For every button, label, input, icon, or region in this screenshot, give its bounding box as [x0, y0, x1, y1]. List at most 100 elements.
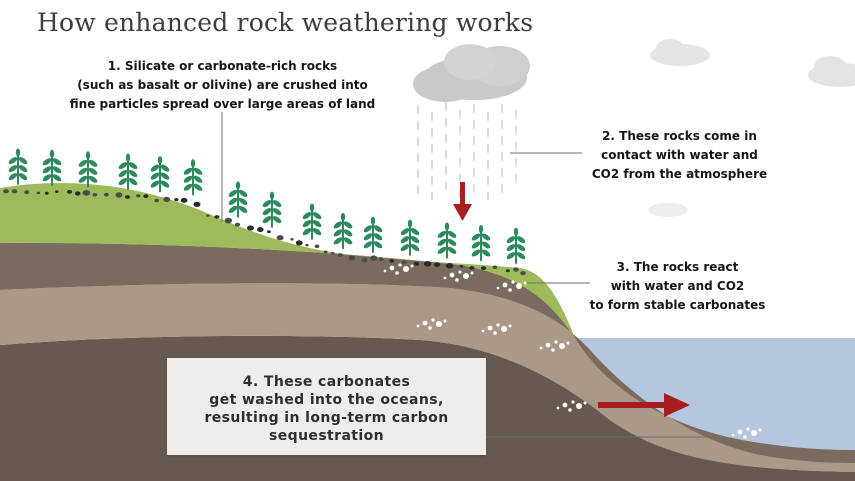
step-4-callout: 4. These carbonates get washed into the … — [167, 373, 486, 445]
plant-icon — [183, 159, 203, 196]
step-2-line: CO2 from the atmosphere — [591, 167, 768, 181]
step-3-line: to form stable carbonates — [589, 298, 766, 312]
rock-particle-icon — [234, 222, 241, 227]
rock-particle-icon — [337, 253, 343, 257]
rock-particle-icon — [378, 257, 384, 261]
rock-particle-icon — [115, 192, 123, 198]
plant-icon — [363, 216, 383, 253]
step-2-line: 2. These rocks come in — [602, 129, 757, 143]
rock-particle-icon — [136, 194, 141, 198]
step-4-line: resulting in long-term carbon — [204, 410, 449, 426]
rock-particle-icon — [290, 238, 294, 241]
bubble-icon — [416, 318, 447, 330]
rain-cloud-icon — [413, 44, 530, 200]
step-1-line: fine particles spread over large areas o… — [69, 97, 376, 111]
grass-layer — [0, 183, 575, 338]
bubble-icon — [443, 270, 474, 282]
rock-particle-icon — [257, 227, 264, 233]
plant-icon — [42, 149, 62, 186]
plant-icon — [262, 191, 282, 228]
rock-particle-icon — [267, 230, 271, 234]
plant-icon — [78, 151, 98, 188]
rock-particle-icon — [36, 191, 41, 195]
rock-particles — [3, 189, 526, 276]
rock-particle-icon — [44, 191, 49, 195]
step-4-callout-box: 4. These carbonates get washed into the … — [167, 358, 486, 455]
step-4-line: 4. These carbonates — [242, 374, 411, 390]
rock-particle-icon — [492, 265, 498, 270]
plant-icon — [437, 222, 457, 259]
step-4-line: get washed into the oceans, — [209, 392, 444, 408]
rock-particle-icon — [348, 255, 356, 261]
plant-icon — [333, 212, 353, 249]
rock-particle-icon — [55, 190, 59, 193]
rock-particle-icon — [305, 243, 309, 247]
rock-particle-icon — [67, 190, 73, 194]
rock-particle-icon — [24, 190, 30, 195]
rock-particle-icon — [224, 217, 233, 224]
rock-particle-icon — [174, 198, 179, 202]
rock-particle-icon — [513, 267, 519, 272]
rock-particle-icon — [3, 189, 9, 194]
step-3-line: with water and CO2 — [610, 279, 745, 293]
rock-particle-icon — [295, 240, 303, 246]
rock-particle-icon — [361, 257, 368, 263]
rock-particle-icon — [445, 263, 454, 269]
step-1-line: 1. Silicate or carbonate-rich rocks — [107, 59, 338, 73]
rock-particle-icon — [163, 196, 171, 202]
step-4-line: sequestration — [269, 428, 384, 444]
step-1-callout: 1. Silicate or carbonate-rich rocks (suc… — [55, 57, 390, 114]
rock-particle-icon — [180, 197, 188, 203]
rock-particle-icon — [423, 261, 432, 267]
rock-particle-icon — [370, 255, 378, 261]
rock-particle-icon — [401, 260, 407, 265]
down-arrow-icon — [453, 182, 472, 221]
rock-particle-icon — [520, 271, 526, 276]
rock-particle-icon — [314, 244, 320, 249]
plant-row — [8, 148, 526, 264]
cloud-icon — [648, 39, 855, 217]
rock-particle-icon — [323, 250, 328, 254]
rock-particle-icon — [74, 191, 81, 196]
step-1-line: (such as basalt or olivine) are crushed … — [77, 78, 368, 92]
step-3-line: 3. The rocks react — [616, 260, 739, 274]
plant-icon — [228, 181, 248, 218]
rock-particle-icon — [92, 193, 98, 197]
rock-particle-icon — [82, 190, 91, 196]
rock-particle-icon — [469, 266, 475, 270]
rock-particle-icon — [124, 195, 130, 199]
rock-particle-icon — [193, 201, 201, 207]
bubble-icon — [539, 340, 570, 352]
step-2-line: contact with water and — [601, 148, 758, 162]
rock-particle-icon — [389, 259, 395, 263]
rock-particle-icon — [413, 261, 420, 266]
rock-particle-icon — [143, 194, 149, 199]
rock-particle-icon — [214, 215, 220, 219]
rock-particle-icon — [276, 235, 284, 241]
plant-icon — [150, 156, 170, 193]
rock-particle-icon — [247, 225, 254, 231]
bubble-icon — [731, 427, 762, 439]
plant-icon — [506, 227, 526, 264]
bubble-icon — [383, 263, 414, 275]
rock-particle-icon — [434, 262, 441, 267]
plant-icon — [471, 225, 491, 262]
rock-particle-icon — [104, 192, 109, 197]
page-title: How enhanced rock weathering works — [37, 8, 534, 37]
plant-icon — [118, 153, 138, 190]
step-3-callout: 3. The rocks react with water and CO2 to… — [575, 258, 780, 315]
light-soil-layer — [0, 283, 855, 472]
rock-particle-icon — [505, 269, 510, 273]
step-2-callout: 2. These rocks come in contact with wate… — [572, 127, 787, 184]
rock-particle-icon — [330, 252, 335, 255]
bubble-icon — [496, 280, 527, 292]
right-arrow-icon — [598, 393, 690, 417]
rock-particle-icon — [481, 266, 487, 271]
rock-particle-icon — [11, 189, 18, 194]
rock-particle-icon — [459, 265, 464, 268]
rock-particle-icon — [154, 198, 159, 203]
plant-icon — [400, 219, 420, 256]
bubble-icon — [556, 400, 587, 412]
plant-icon — [8, 148, 28, 185]
